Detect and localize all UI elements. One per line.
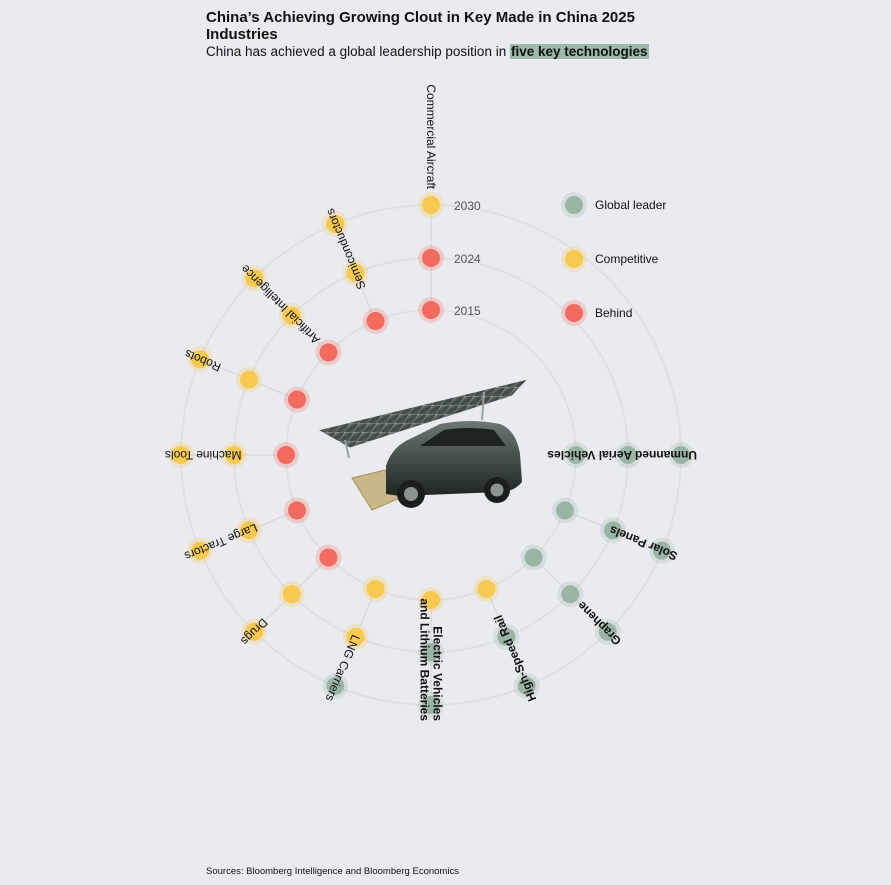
subtitle-highlight: five key technologies [509,44,649,59]
status-dot [239,521,258,540]
status-dot [239,370,258,389]
solar-panel-roof [316,378,530,449]
status-dot [604,521,623,540]
solar-panel-post [481,391,485,421]
industry-label: and Lithium Batteries [418,598,432,721]
status-dot [422,196,440,214]
status-dot [652,541,671,560]
status-dot [288,501,307,520]
status-dot [497,628,516,647]
status-dot [245,269,264,288]
status-dot [346,263,365,282]
ev-solar-illustration [316,378,530,511]
status-dot [191,350,210,369]
year-label-2024: 2024 [454,252,481,266]
status-dot [245,622,264,641]
status-dot [598,622,617,641]
car-wheel-rim [404,487,418,501]
chart-title: China’s Achieving Growing Clout in Key M… [206,9,635,43]
industry-label: Commercial Aircraft [424,84,438,189]
status-dot [277,446,295,464]
car-windows [420,428,506,446]
industry-label-group: Unmanned Aerial Vehicles [547,448,697,462]
legend-swatch [565,250,583,268]
status-dot [191,541,210,560]
status-dot [672,446,690,464]
status-dot [422,643,440,661]
chart-subtitle: China has achieved a global leadership p… [206,44,649,59]
status-dot [561,585,580,604]
status-dot [422,591,440,609]
status-dot [319,343,338,362]
industry-label-group: Machine Tools [165,448,242,462]
status-dot [172,446,190,464]
status-dot [422,249,440,267]
industry-label-group: Artificial Intelligence [238,262,323,347]
status-dot [422,696,440,714]
status-dot [346,628,365,647]
car-wheel-rim [490,483,504,497]
industry-label: Unmanned Aerial Vehicles [547,448,697,462]
status-dot [366,312,385,331]
status-dot [282,585,301,604]
status-dot [567,446,585,464]
legend-label: Behind [595,306,632,320]
status-dot [524,548,543,567]
industry-label-group: Commercial Aircraft [424,84,438,189]
year-label-2030: 2030 [454,199,481,213]
industry-label: Artificial Intelligence [238,262,323,347]
legend-label: Global leader [595,198,666,212]
status-dot [319,548,338,567]
subtitle-text: China has achieved a global leadership p… [206,44,510,59]
year-labels: 2015 2024 2030 [454,199,481,318]
legend-swatch [565,196,583,214]
industry-label: Electric Vehicles [431,626,445,721]
industry-label: Machine Tools [165,448,242,462]
legend-label: Competitive [595,252,659,266]
status-dot [326,676,345,695]
legend-swatch [565,304,583,322]
status-dot [619,446,637,464]
status-dot [422,301,440,319]
status-dot [282,306,301,325]
status-dot [288,390,307,409]
source-note: Sources: Bloomberg Intelligence and Bloo… [206,866,459,877]
solar-panel-post [344,439,350,459]
status-dot [555,501,574,520]
status-dot [517,676,536,695]
status-dot [477,579,496,598]
status-dot [326,215,345,234]
status-dots [168,192,694,718]
status-dot [366,579,385,598]
year-label-2015: 2015 [454,304,481,318]
status-dot [225,446,243,464]
